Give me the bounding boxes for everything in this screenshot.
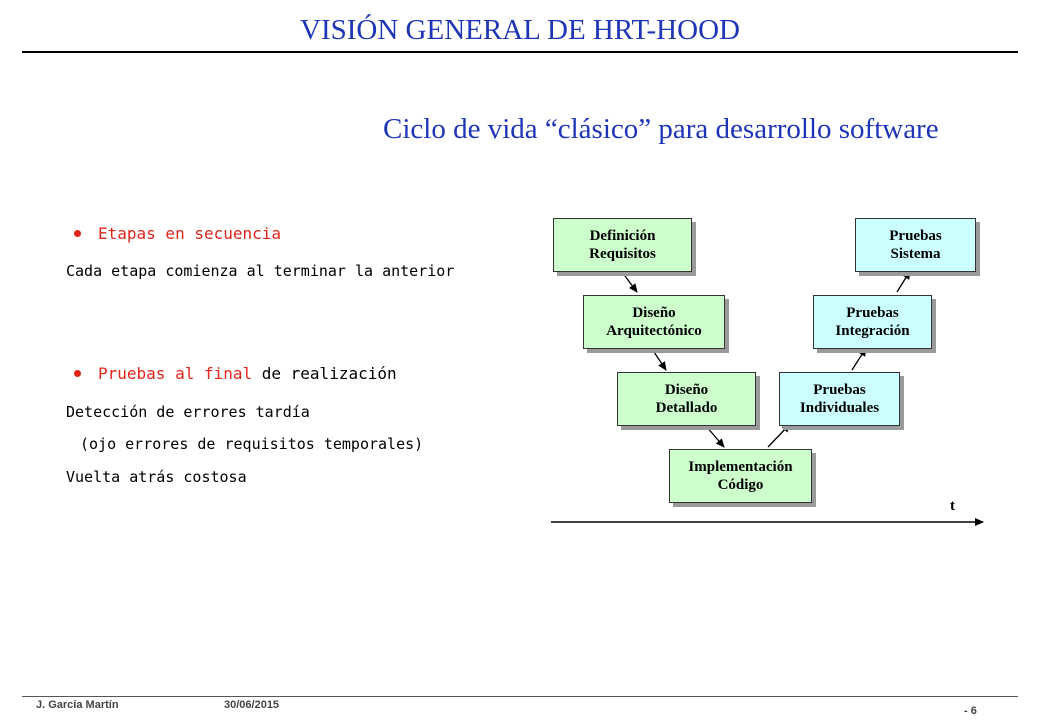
box-line-2: Individuales	[799, 400, 880, 416]
box-definicion-requisitos: Definición Requisitos	[553, 218, 692, 272]
arrow-def-to-dis	[621, 271, 638, 293]
pruebas-detail-2: (ojo errores de requisitos temporales)	[80, 435, 424, 453]
footer-date: 30/06/2015	[224, 699, 280, 711]
slide-subtitle: Ciclo de vida “clásico” para desarrollo …	[383, 113, 939, 145]
box-pruebas-individuales: Pruebas Individuales	[779, 372, 900, 426]
box-line-1: Pruebas	[846, 305, 899, 321]
arrow-det-to-imp	[705, 425, 725, 448]
arrow-ind-to-int	[851, 347, 867, 371]
box-line-2: Arquitectónico	[606, 323, 702, 339]
bullet-etapas: Etapas en secuencia	[98, 224, 282, 243]
box-diseno-detallado: Diseño Detallado	[617, 372, 756, 426]
pruebas-detail-3: Vuelta atrás costosa	[66, 468, 247, 486]
box-line-2: Código	[717, 477, 764, 493]
arrow-dis-to-det	[651, 348, 667, 371]
box-pruebas-sistema: Pruebas Sistema	[855, 218, 976, 272]
slide-title: VISIÓN GENERAL DE HRT-HOOD	[300, 14, 740, 46]
box-line-1: Pruebas	[889, 228, 942, 244]
box-diseno-arquitectonico: Diseño Arquitectónico	[583, 295, 725, 349]
box-line-1: Diseño	[664, 382, 709, 398]
bullet-icon	[74, 370, 81, 377]
box-pruebas-integracion: Pruebas Integración	[813, 295, 932, 349]
box-line-2: Sistema	[890, 246, 941, 262]
pruebas-detail-1: Detección de errores tardía	[66, 403, 310, 421]
box-implementacion-codigo: Implementación Código	[669, 449, 812, 503]
bullet-icon	[74, 230, 81, 237]
arrow-int-to-sis	[896, 270, 911, 293]
box-line-1: Implementación	[688, 459, 793, 475]
footer-page-number: - 6	[964, 705, 977, 717]
arrow-imp-to-ind	[767, 423, 791, 448]
time-axis-label: t	[950, 498, 955, 514]
box-line-1: Diseño	[632, 305, 676, 321]
footer-divider	[22, 696, 1018, 697]
box-line-2: Requisitos	[589, 246, 656, 262]
box-line-1: Pruebas	[813, 382, 866, 398]
bullet-pruebas: Pruebas al final de realización	[98, 364, 397, 383]
etapas-detail: Cada etapa comienza al terminar la anter…	[66, 262, 455, 280]
pruebas-rest: de realización	[252, 364, 397, 383]
box-line-2: Detallado	[655, 400, 718, 416]
box-line-2: Integración	[835, 323, 910, 339]
pruebas-highlight: Pruebas al final	[98, 364, 253, 383]
title-divider	[22, 51, 1018, 53]
box-line-1: Definición	[589, 228, 656, 244]
footer-author: J. García Martín	[36, 699, 119, 711]
